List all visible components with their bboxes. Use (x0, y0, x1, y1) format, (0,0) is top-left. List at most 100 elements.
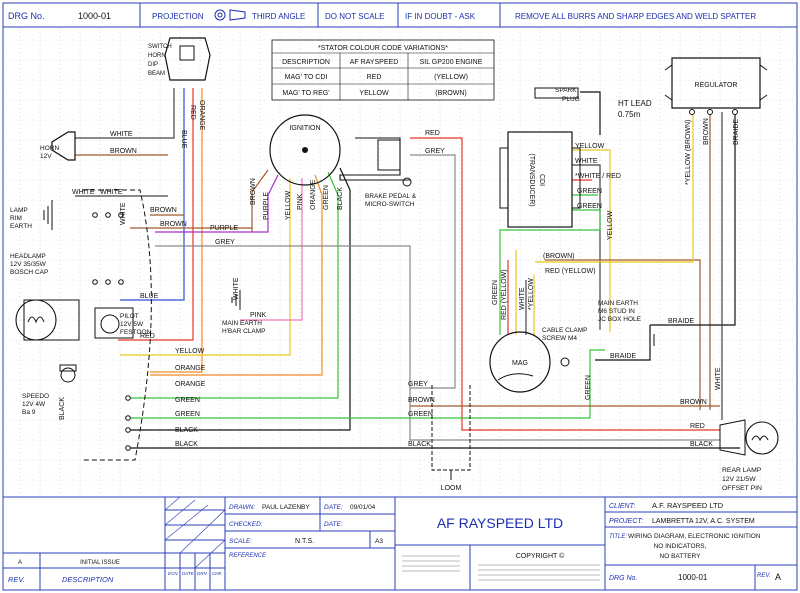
stud-label-1: M6 STUD IN (598, 308, 635, 315)
stator-header-sil: SIL GP200 ENGINE (420, 59, 483, 66)
label-brown-horn: BROWN (110, 148, 137, 155)
spark-plug-component: SPARK PLUG HT LEAD 0.75m (534, 87, 652, 119)
switch-label-2: DIP (148, 62, 158, 68)
title-block: A INITIAL ISSUE REV. DESCRIPTION ECN DAT… (3, 496, 797, 590)
label-white-reg: WHITE (715, 367, 722, 390)
label-grey: GREY (215, 239, 235, 246)
company-address-block (402, 555, 600, 581)
stator-colour-table: *STATOR COLOUR CODE VARIATIONS* DESCRIPT… (271, 39, 495, 101)
label-orange-switch: ORANGE (198, 100, 205, 131)
label-yellow-ign: YELLOW (285, 190, 292, 220)
label-green-cdi-2: GREEN (577, 203, 602, 210)
wire-grey-brake (410, 154, 456, 389)
if-in-doubt-label: IF IN DOUBT - ASK (405, 12, 476, 21)
title-line-2: NO BATTERY (660, 553, 702, 560)
wire-pink-ign (240, 178, 303, 321)
label-green-mag: GREEN (492, 280, 499, 305)
label-yellow: YELLOW (175, 348, 205, 355)
drn-col-header: DRN (197, 571, 207, 576)
cdi-label-0: CDI (538, 174, 545, 186)
mag-component: MAG CABLE CLAMP SCREW M4 (489, 327, 588, 393)
checked-date-label: DATE: (324, 521, 343, 528)
cdi-label-1: (TRANSDUCER) (528, 153, 535, 206)
label-white-red-cdi: *WHITE / RED (575, 173, 621, 180)
project-label: PROJECT: (609, 518, 643, 525)
main-earth-hbar: MAIN EARTH H'BAR CLAMP (222, 290, 266, 335)
date-label: DATE: (324, 504, 343, 511)
label-brown-ign: BROWN (250, 178, 257, 205)
hbar-label-0: MAIN EARTH (222, 320, 262, 327)
brake-switch-component: BRAKE PEDAL & MICRO-SWITCH (339, 137, 417, 208)
cable-clamp-label-1: SCREW M4 (542, 335, 577, 342)
label-grey-loom: GREY (408, 381, 428, 388)
pilot-label-2: FESTOON (120, 329, 152, 336)
label-brown-2: BROWN (150, 207, 177, 214)
label-red: RED (140, 333, 155, 340)
label-orange-2: ORANGE (175, 381, 206, 388)
headlamp-component: HEADLAMP 12V 35/35W BOSCH CAP PILOT 12V … (10, 253, 152, 341)
label-braide-1: BRAIDE (668, 318, 694, 325)
sheet-size: A3 (375, 538, 383, 545)
scale-label: SCALE: (229, 538, 252, 545)
label-green-2: GREEN (175, 411, 200, 418)
label-blue-switch: BLUE (180, 130, 187, 149)
headlamp-label-2: BOSCH CAP (10, 269, 48, 276)
label-green-cdi-1: GREEN (577, 188, 602, 195)
copyright-label: COPYRIGHT © (516, 552, 565, 560)
label-grey-brake: GREY (425, 148, 445, 155)
regulator-component: REGULATOR (664, 57, 768, 115)
label-white-top2: WHITE (100, 189, 123, 196)
drawn-label: DRAWN: (229, 504, 255, 511)
label-yellow-brown-reg: *YELLOW (BROWN) (685, 120, 692, 185)
title-line-0: WIRING DIAGRAM, ELECTRONIC IGNITION (628, 533, 761, 540)
label-black-speedo: BLACK (59, 397, 66, 420)
spark-label-1: PLUG (562, 96, 580, 103)
lamp-rim-label-2: EARTH (10, 223, 32, 230)
label-green-ign: GREEN (323, 185, 330, 210)
label-purple: PURPLE (210, 225, 238, 232)
cdi-component: CDI (TRANSDUCER) (499, 131, 581, 228)
rear-lamp-component: REAR LAMP 12V 21/5W OFFSET PIN (719, 419, 779, 492)
switch-label-0: SWITCH (148, 44, 172, 50)
switch-component: SWITCH HORN DIP BEAM (148, 37, 211, 81)
project-value: LAMBRETTA 12V, A.C. SYSTEM (652, 518, 755, 525)
wire-green-main (128, 349, 605, 419)
headlamp-label-0: HEADLAMP (10, 253, 46, 260)
lamp-rim-label-1: RIM (10, 215, 22, 222)
title-label: TITLE: (609, 534, 627, 540)
title-line-1: NO INDICATORS, (654, 543, 707, 550)
chk-col-header: CHK (212, 571, 222, 576)
description-col-header: DESCRIPTION (62, 575, 114, 584)
scale-value: N.T.S. (295, 538, 314, 545)
label-green-vert: GREEN (585, 375, 592, 400)
bottom-drg-label: DRG No. (609, 575, 637, 582)
stator-table-title: *STATOR COLOUR CODE VARIATIONS* (318, 45, 448, 52)
label-red-brake: RED (425, 130, 440, 137)
label-braide-reg: BRAIDE (733, 119, 740, 145)
rear-lamp-label-1: 12V 21/5W (722, 476, 756, 483)
rev-row-description: INITIAL ISSUE (80, 560, 120, 566)
label-white-mag: WHITE (519, 287, 526, 310)
drawn-by: PAUL LAZENBY (262, 504, 310, 511)
mag-label: MAG (512, 360, 528, 367)
wire-white-horn (75, 88, 175, 139)
background-grid (4, 28, 796, 496)
bottom-rev-value: A (775, 572, 781, 582)
cable-clamp-label-0: CABLE CLAMP (542, 327, 588, 334)
date-value: 09/01/04 (350, 504, 376, 511)
label-blue: BLUE (140, 293, 159, 300)
pilot-label-0: PILOT (120, 313, 139, 320)
rear-lamp-label-2: OFFSET PIN (722, 485, 762, 492)
label-white-hbar: WHITE (233, 277, 240, 300)
label-brown-3: BROWN (160, 221, 187, 228)
label-yellow-star-mag: *YELLOW (528, 278, 535, 310)
label-purple-ign: PURPLE (263, 192, 270, 220)
speedo-label-2: Ba 9 (22, 409, 36, 416)
label-green-loom: GREEN (408, 411, 433, 418)
wire-harness (75, 88, 740, 449)
drg-no-value: 1000-01 (78, 11, 111, 21)
terminal-blocks (92, 212, 131, 451)
checked-label: CHECKED: (229, 521, 263, 528)
